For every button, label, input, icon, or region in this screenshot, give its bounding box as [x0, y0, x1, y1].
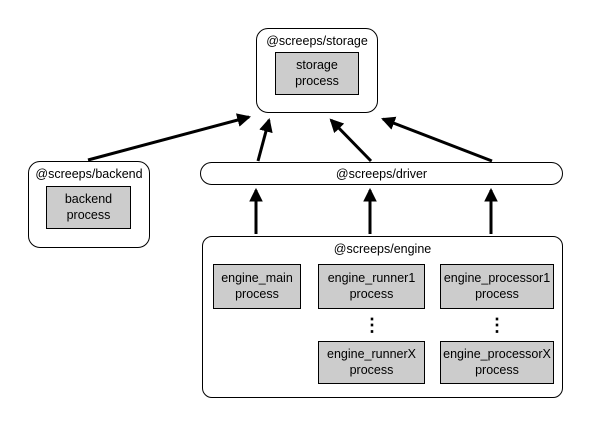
backend-process-label-line1: backend — [64, 192, 113, 207]
vertical-ellipsis-icon: ⋮ — [488, 315, 506, 335]
engine-runnerX-label-line2: process — [349, 362, 394, 377]
edge-driver-to-storage-left-arrow — [256, 118, 273, 162]
node-backend: @screeps/backend backend process — [28, 161, 150, 248]
node-storage: @screeps/storage storage process — [256, 28, 378, 113]
node-engine: @screeps/engine engine_main process engi… — [202, 236, 563, 398]
backend-process-box: backend process — [46, 186, 131, 229]
engine-runnerX-process-box: engine_runnerX process — [318, 341, 425, 384]
vertical-ellipsis-icon: ⋮ — [363, 315, 381, 335]
node-storage-title: @screeps/storage — [266, 34, 368, 48]
edge-driver-to-storage-right-arrow — [381, 116, 493, 163]
engine-processor1-label-line1: engine_processor1 — [443, 271, 551, 286]
engine-runnerX-label-line1: engine_runnerX — [327, 347, 416, 362]
backend-process-label-line2: process — [66, 207, 111, 222]
engine-processorX-process-box: engine_processorX process — [440, 341, 554, 384]
node-driver: @screeps/driver — [200, 162, 563, 185]
storage-process-label-line2: process — [295, 73, 339, 88]
engine-runner1-label-line2: process — [349, 286, 394, 301]
node-driver-title: @screeps/driver — [335, 166, 428, 181]
edge-driver-to-storage-middle-arrow — [329, 118, 373, 163]
engine-runner1-label-line1: engine_runner1 — [327, 271, 416, 286]
engine-processor1-label-line2: process — [475, 286, 519, 301]
edge-backend-to-storage-arrow — [87, 113, 251, 162]
engine-processorX-label-line1: engine_processorX — [443, 347, 551, 362]
engine-main-process-box: engine_main process — [213, 264, 301, 309]
node-backend-title: @screeps/backend — [35, 167, 143, 181]
engine-main-label-line2: process — [235, 286, 279, 301]
engine-processorX-label-line2: process — [475, 362, 519, 377]
storage-process-box: storage process — [275, 52, 359, 95]
engine-processor1-process-box: engine_processor1 process — [440, 264, 554, 309]
engine-main-label-line1: engine_main — [221, 271, 293, 286]
node-engine-title: @screeps/engine — [333, 242, 432, 256]
engine-runner1-process-box: engine_runner1 process — [318, 264, 425, 309]
storage-process-label-line1: storage — [296, 58, 338, 73]
